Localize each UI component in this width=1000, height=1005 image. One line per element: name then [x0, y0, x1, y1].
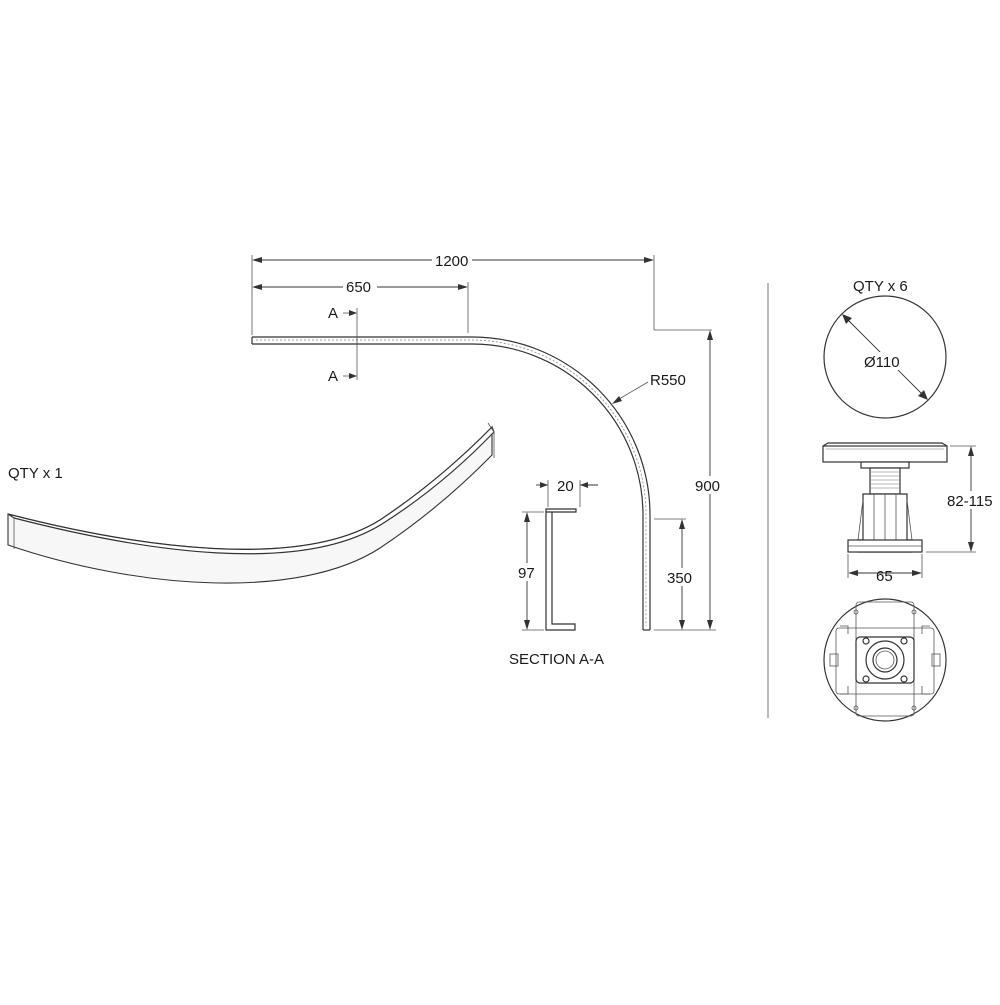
- leg-bottom-view: [823, 598, 947, 722]
- dim-section-depth: 97: [518, 565, 535, 582]
- dim-leg-height-range: 82-115: [947, 493, 993, 510]
- section-a-a-view: 20 97 SECTION A-A: [509, 478, 604, 668]
- dim-leg-base-width: 65: [876, 568, 893, 585]
- section-marker-top: A: [328, 305, 338, 322]
- panel-plan-view: 1200 650 A A R550 900 350: [251, 250, 725, 631]
- leg-top-view: QTY x 6 Ø110: [823, 278, 947, 419]
- leg-bottom-circle: [823, 598, 947, 722]
- dim-return-length: 350: [667, 570, 692, 587]
- dim-height: 900: [695, 478, 720, 495]
- dim-flange-width: 20: [557, 478, 574, 495]
- panel-plan-outer-edge: [252, 336, 651, 630]
- panel-3d-front-face: [7, 425, 493, 584]
- dim-leg-diameter: Ø110: [864, 354, 900, 371]
- legs-qty-label: QTY x 6: [853, 278, 908, 295]
- section-title: SECTION A-A: [509, 651, 604, 668]
- section-profile: [545, 511, 576, 631]
- leg-side-view: 82-115 65: [822, 442, 999, 585]
- dim-overall-length: 1200: [435, 253, 468, 270]
- section-marker-bottom: A: [328, 368, 338, 385]
- panel-plan-inner-edge: [252, 343, 644, 630]
- panel-qty-label: QTY x 1: [8, 465, 63, 482]
- dim-straight-length: 650: [346, 279, 371, 296]
- panel-3d-view: QTY x 1: [7, 422, 495, 584]
- dim-radius: R550: [650, 372, 686, 389]
- leg-foot-pad-circle: [823, 295, 947, 419]
